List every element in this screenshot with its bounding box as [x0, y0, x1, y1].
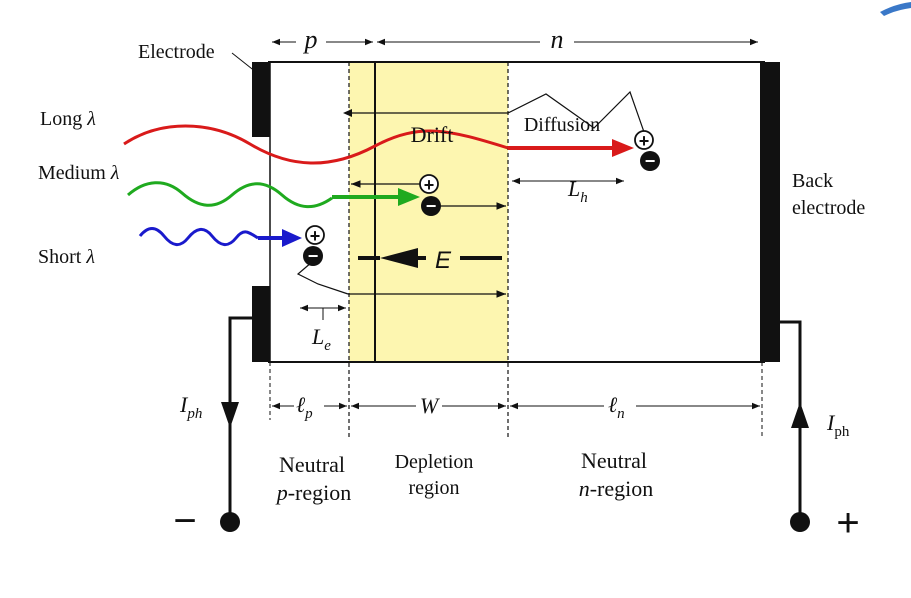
- short-lambda-label: Short λ: [38, 246, 95, 268]
- corner-decoration: [880, 2, 911, 16]
- left-lead-wire: [228, 316, 252, 522]
- short-wave-photon: [138, 227, 259, 246]
- drift-label: Drift: [411, 122, 454, 147]
- left-terminal: [220, 512, 240, 532]
- depletion-label-line1: Depletion: [395, 451, 474, 473]
- right-lead-wire: [780, 320, 802, 522]
- hole-medium-sign: +: [424, 175, 435, 195]
- depletion-label-line2: region: [408, 477, 459, 499]
- front-electrode-top: [252, 62, 270, 137]
- hole-diffusion-path: [350, 90, 645, 133]
- Iph-right-label: Iph: [826, 410, 850, 440]
- front-electrode-bottom: [252, 286, 270, 362]
- long-wave-arrowhead: [612, 139, 634, 157]
- electron-medium: [421, 196, 441, 216]
- W-label: W: [420, 393, 440, 418]
- neutral-p-label-line1: Neutral: [279, 452, 345, 477]
- neutral-n-label-line2: n-region: [579, 476, 654, 501]
- electron-short-sign: −: [308, 246, 319, 266]
- right-terminal: [790, 512, 810, 532]
- hole-short-sign: +: [310, 226, 321, 246]
- short-wave-arrowhead: [282, 229, 302, 247]
- hole-short: [305, 225, 325, 245]
- electron-diffusion-path: [296, 261, 349, 295]
- field-arrowhead: [380, 248, 418, 268]
- long-lambda-label: Long λ: [40, 108, 96, 130]
- back-electrode: [760, 62, 780, 362]
- electron-long: [640, 151, 660, 171]
- electron-short: [303, 246, 323, 266]
- diffusion-label: Diffusion: [524, 114, 600, 136]
- right-current-arrowhead: [791, 402, 809, 428]
- medium-wave-photon: [127, 181, 333, 209]
- lp-label: ℓp: [296, 392, 313, 422]
- n-top-label: n: [551, 25, 564, 54]
- electron-medium-sign: −: [426, 196, 437, 216]
- p-top-label: p: [303, 25, 318, 54]
- long-wave-photon: [123, 124, 509, 165]
- electrode-leader-line: [231, 52, 257, 73]
- hole-long: [634, 130, 654, 150]
- ln-label: ℓn: [608, 392, 625, 422]
- Iph-left-label: Iph: [179, 392, 202, 422]
- neutral-n-label-line1: Neutral: [581, 448, 647, 473]
- back-electrode-label-line2: electrode: [792, 197, 865, 219]
- Le-label: Le: [311, 324, 331, 354]
- medium-wave-arrowhead: [398, 188, 420, 206]
- hole-medium: [419, 174, 439, 194]
- hole-long-sign: +: [639, 131, 650, 151]
- minus-terminal-label: −: [173, 499, 196, 543]
- Lh-label: Lh: [567, 176, 588, 206]
- electrode-label: Electrode: [138, 41, 215, 63]
- field-label: E: [435, 247, 452, 274]
- left-current-arrowhead: [221, 402, 239, 428]
- back-electrode-label-line1: Back: [792, 170, 833, 192]
- medium-lambda-label: Medium λ: [38, 162, 120, 184]
- plus-terminal-label: +: [836, 501, 859, 545]
- electron-long-sign: −: [645, 151, 656, 171]
- neutral-p-label-line2: p-region: [275, 480, 352, 505]
